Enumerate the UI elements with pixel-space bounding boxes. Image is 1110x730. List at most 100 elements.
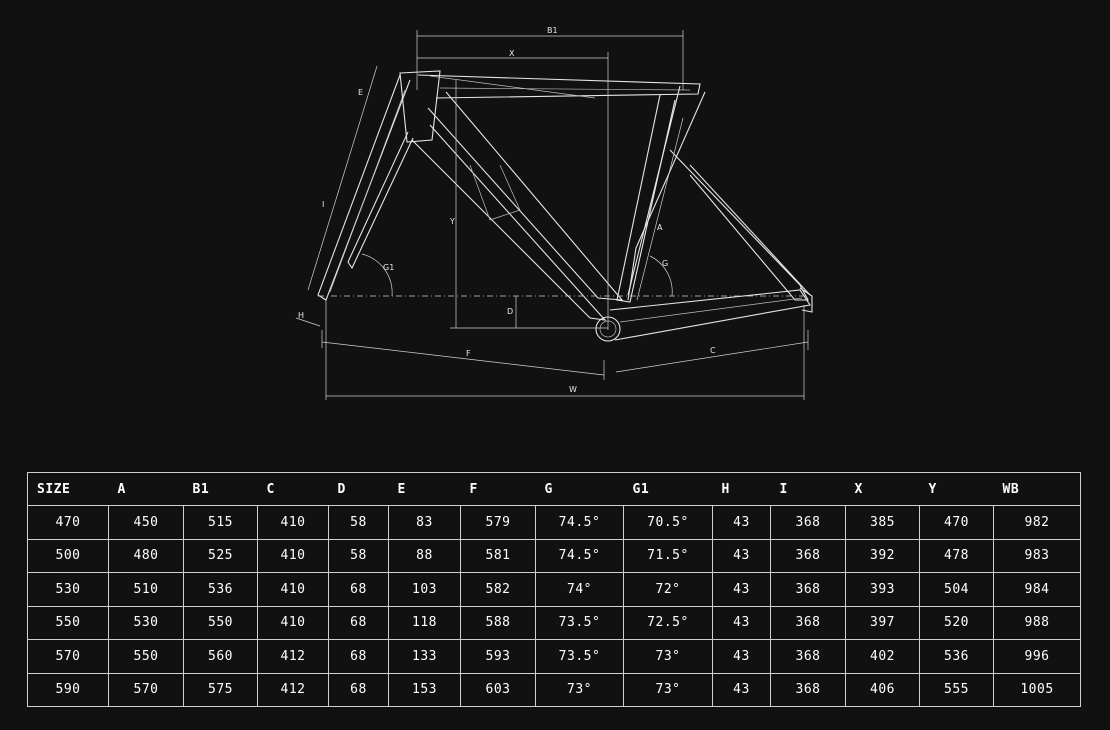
label-x: X: [509, 49, 515, 58]
label-f: F: [466, 349, 471, 358]
table-cell: 478: [919, 538, 994, 573]
table-cell: 536: [919, 639, 994, 674]
table-cell: 73.5°: [535, 639, 624, 674]
table-cell: 70.5°: [623, 505, 713, 540]
table-cell: 550: [27, 605, 109, 640]
table-cell: 530: [108, 605, 184, 640]
table-cell: 570: [27, 639, 109, 674]
column-header: F: [460, 472, 536, 506]
column-header: B1: [183, 472, 258, 506]
table-cell: 575: [183, 672, 258, 707]
table-cell: 68: [328, 605, 389, 640]
table-cell: 470: [27, 505, 109, 540]
table-cell: 133: [388, 639, 461, 674]
table-cell: 570: [108, 672, 184, 707]
table-cell: 1005: [993, 672, 1081, 707]
table-cell: 43: [712, 505, 771, 540]
table-cell: 118: [388, 605, 461, 640]
table-cell: 996: [993, 639, 1081, 674]
table-cell: 43: [712, 672, 771, 707]
table-cell: 530: [27, 572, 109, 607]
label-w: W: [569, 385, 577, 394]
column-header: H: [712, 472, 771, 506]
table-cell: 73°: [535, 672, 624, 707]
table-cell: 480: [108, 538, 184, 573]
table-cell: 581: [460, 538, 536, 573]
table-cell: 988: [993, 605, 1081, 640]
table-cell: 68: [328, 572, 389, 607]
table-cell: 555: [919, 672, 994, 707]
table-cell: 397: [845, 605, 920, 640]
table-cell: 83: [388, 505, 461, 540]
table-cell: 368: [770, 605, 846, 640]
label-d: D: [507, 307, 513, 316]
label-a: A: [657, 223, 663, 232]
table-cell: 410: [257, 605, 329, 640]
table-cell: 412: [257, 639, 329, 674]
table-cell: 500: [27, 538, 109, 573]
table-cell: 72°: [623, 572, 713, 607]
table-cell: 410: [257, 572, 329, 607]
table-cell: 74.5°: [535, 538, 624, 573]
table-cell: 520: [919, 605, 994, 640]
column-header: I: [770, 472, 846, 506]
table-cell: 392: [845, 538, 920, 573]
dimension-labels: B1 X E I Y G1 A G D H F C W: [298, 26, 716, 394]
table-cell: 410: [257, 505, 329, 540]
table-cell: 412: [257, 672, 329, 707]
table-cell: 43: [712, 572, 771, 607]
table-cell: 470: [919, 505, 994, 540]
label-b1: B1: [547, 26, 558, 35]
table-cell: 536: [183, 572, 258, 607]
table-cell: 68: [328, 672, 389, 707]
table-cell: 984: [993, 572, 1081, 607]
table-cell: 368: [770, 672, 846, 707]
table-cell: 368: [770, 572, 846, 607]
table-cell: 593: [460, 639, 536, 674]
table-cell: 58: [328, 505, 389, 540]
column-header: SIZE: [27, 472, 109, 506]
table-cell: 153: [388, 672, 461, 707]
table-cell: 385: [845, 505, 920, 540]
table-cell: 73.5°: [535, 605, 624, 640]
table-cell: 515: [183, 505, 258, 540]
table-cell: 43: [712, 605, 771, 640]
table-cell: 72.5°: [623, 605, 713, 640]
table-cell: 982: [993, 505, 1081, 540]
label-g: G: [662, 259, 668, 268]
table-cell: 368: [770, 505, 846, 540]
table-cell: 368: [770, 639, 846, 674]
table-cell: 74°: [535, 572, 624, 607]
table-cell: 550: [108, 639, 184, 674]
table-cell: 510: [108, 572, 184, 607]
table-cell: 43: [712, 639, 771, 674]
column-header: E: [388, 472, 461, 506]
column-header: X: [845, 472, 920, 506]
table-cell: 504: [919, 572, 994, 607]
table-cell: 58: [328, 538, 389, 573]
table-cell: 402: [845, 639, 920, 674]
column-header: Y: [919, 472, 994, 506]
table-cell: 71.5°: [623, 538, 713, 573]
table-cell: 73°: [623, 639, 713, 674]
bike-frame-outline: [317, 70, 813, 342]
label-y: Y: [449, 217, 455, 226]
table-cell: 88: [388, 538, 461, 573]
dimension-lines: [295, 30, 809, 400]
table-cell: 579: [460, 505, 536, 540]
table-cell: 590: [27, 672, 109, 707]
table-cell: 74.5°: [535, 505, 624, 540]
table-cell: 410: [257, 538, 329, 573]
column-header: G1: [623, 472, 713, 506]
table-cell: 406: [845, 672, 920, 707]
table-cell: 393: [845, 572, 920, 607]
table-cell: 525: [183, 538, 258, 573]
column-header: A: [108, 472, 184, 506]
